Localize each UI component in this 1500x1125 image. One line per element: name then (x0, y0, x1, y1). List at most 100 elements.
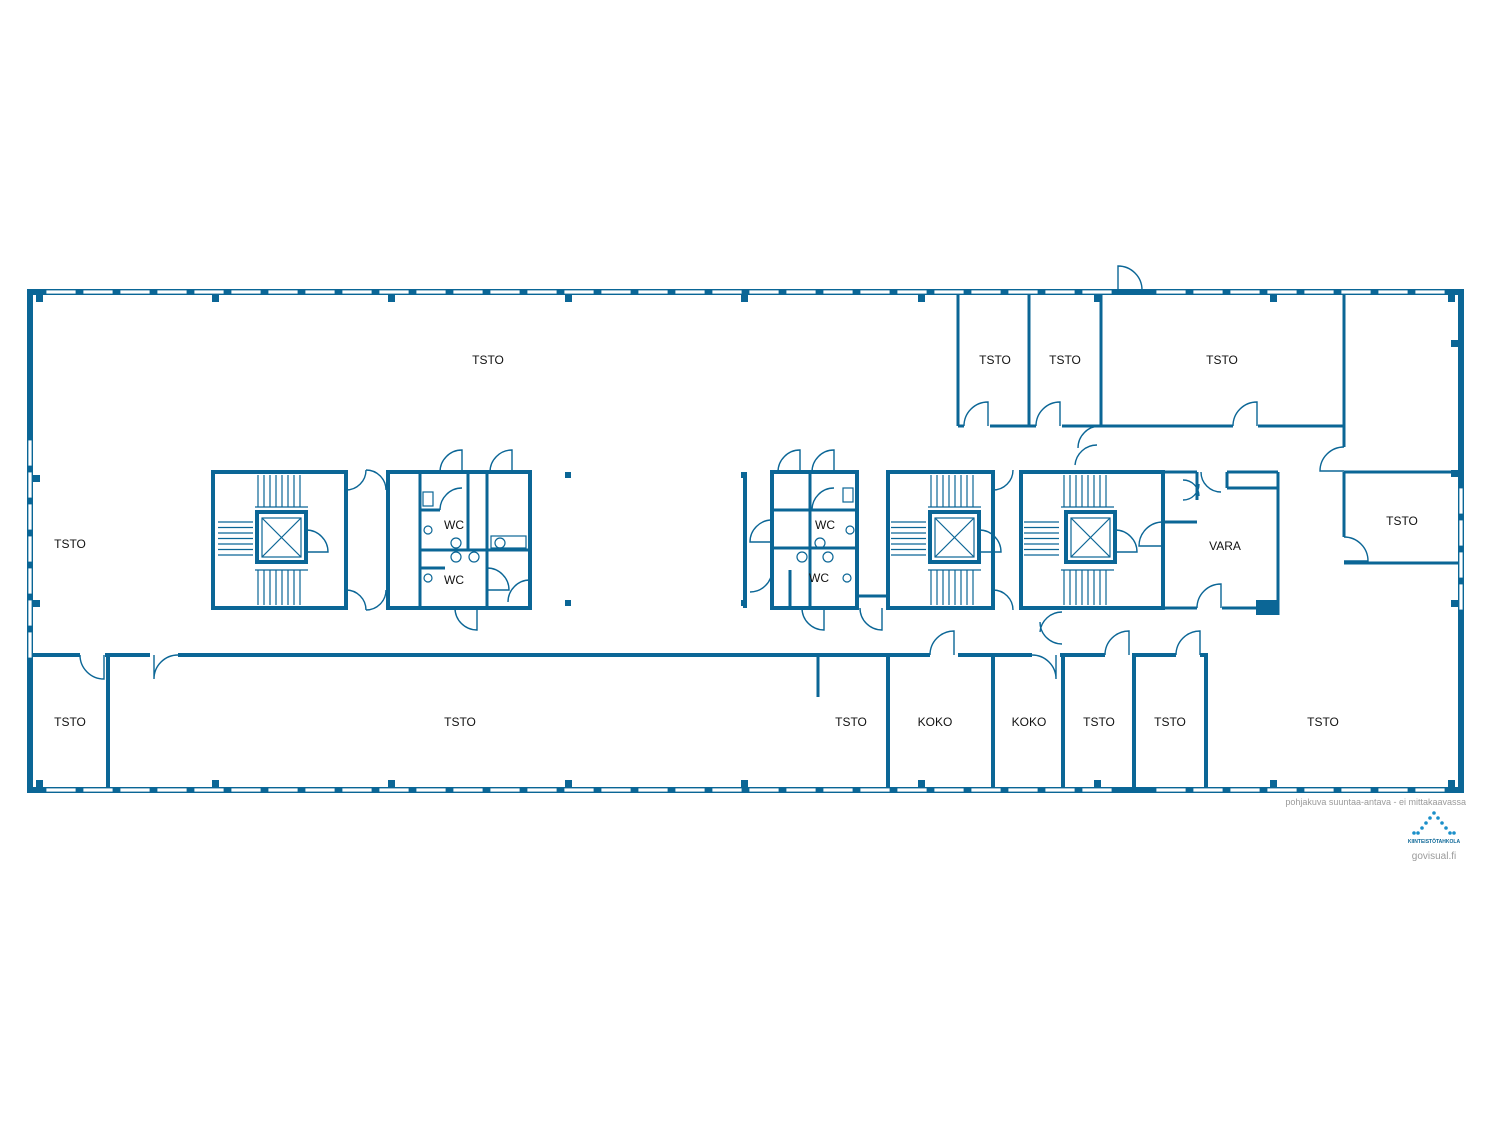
window-pane (822, 289, 854, 295)
window-pane (452, 289, 484, 295)
window-pane (230, 787, 262, 793)
window-pane (563, 787, 595, 793)
window-pane (1414, 289, 1446, 295)
window-pane (119, 289, 151, 295)
window-pane (304, 289, 336, 295)
room-label-tsto-se: TSTO (1307, 715, 1339, 729)
window-pane (82, 289, 114, 295)
sink-icon (796, 551, 808, 563)
window-pane (970, 289, 1002, 295)
window-pane (1192, 289, 1224, 295)
window-pane (933, 289, 965, 295)
sink-icon (450, 537, 462, 549)
window-pane (415, 289, 447, 295)
room-label-tsto-s1: TSTO (444, 715, 476, 729)
counter-icon (490, 535, 527, 549)
room-label-tsto-s4: TSTO (1154, 715, 1186, 729)
window-pane (27, 599, 33, 627)
window-pane (933, 787, 965, 793)
sink-icon (814, 537, 826, 549)
window-pane (1155, 787, 1187, 793)
window-pane (45, 787, 77, 793)
room-label-koko-2: KOKO (1012, 715, 1047, 729)
window-pane (119, 787, 151, 793)
window-pane (156, 289, 188, 295)
window-pane (230, 289, 262, 295)
room-label-tsto-west: TSTO (54, 537, 86, 551)
window-pane (1229, 289, 1261, 295)
window-pane (27, 535, 33, 563)
window-pane (1192, 787, 1224, 793)
window-pane (1303, 787, 1335, 793)
window-pane (267, 787, 299, 793)
elevator-2 (934, 517, 975, 558)
window-pane (156, 787, 188, 793)
window-pane (27, 439, 33, 467)
room-label-tsto-s2: TSTO (835, 715, 867, 729)
window-pane (1458, 583, 1464, 611)
window-pane (341, 289, 373, 295)
elevators (261, 517, 1111, 558)
window-pane (27, 631, 33, 659)
window-pane (1458, 519, 1464, 547)
window-pane (637, 289, 669, 295)
sink-icon (450, 551, 462, 563)
room-label-wc-3: WC (815, 518, 835, 532)
window-pane (637, 787, 669, 793)
brand-name: KIINTEISTÖTAHKOLA (1408, 838, 1461, 845)
window-pane (489, 289, 521, 295)
elevator-1 (261, 517, 302, 558)
window-pane (1081, 787, 1113, 793)
window-pane (1044, 289, 1076, 295)
room-label-vara: VARA (1209, 539, 1241, 553)
window-pane (1007, 787, 1039, 793)
door-swings (79, 265, 1369, 680)
window-pane (896, 289, 928, 295)
window-pane (1266, 787, 1298, 793)
window-pane (378, 289, 410, 295)
room-label-tsto-n3: TSTO (1206, 353, 1238, 367)
room-label-wc-2: WC (444, 573, 464, 587)
window-pane (1155, 289, 1187, 295)
room-label-tsto-n1: TSTO (979, 353, 1011, 367)
room-label-tsto-east: TSTO (1386, 514, 1418, 528)
window-pane (526, 289, 558, 295)
window-pane (785, 787, 817, 793)
window-pane (1377, 787, 1409, 793)
window-pane (452, 787, 484, 793)
window-pane (1303, 289, 1335, 295)
window-pane (711, 289, 743, 295)
window-pane (1044, 787, 1076, 793)
window-pane (193, 289, 225, 295)
disclaimer-note: pohjakuva suuntaa-antava - ei mittakaava… (1285, 797, 1466, 807)
brand-logo-icon (1412, 811, 1456, 835)
window-pane (27, 567, 33, 595)
window-pane (748, 787, 780, 793)
wc-fixtures (422, 487, 855, 583)
room-label-koko-1: KOKO (918, 715, 953, 729)
elevator-3 (1070, 517, 1111, 558)
room-label-tsto-north: TSTO (472, 353, 504, 367)
window-pane (600, 787, 632, 793)
toilet-icon (842, 573, 852, 583)
sink-icon (822, 551, 834, 563)
room-label-wc-4: WC (809, 571, 829, 585)
window-pane (1458, 551, 1464, 579)
toilet-icon (845, 525, 855, 535)
window-pane (859, 787, 891, 793)
room-label-tsto-s3: TSTO (1083, 715, 1115, 729)
window-pane (674, 787, 706, 793)
window-pane (748, 289, 780, 295)
window-pane (896, 787, 928, 793)
window-pane (45, 289, 77, 295)
room-labels: TSTO TSTO TSTO TSTO TSTO TSTO TSTO TSTO … (54, 353, 1418, 729)
window-pane (27, 471, 33, 499)
window-pane (1229, 787, 1261, 793)
window-strips (27, 289, 1464, 793)
window-pane (341, 787, 373, 793)
window-pane (1377, 289, 1409, 295)
window-pane (82, 787, 114, 793)
toilet-icon (842, 487, 854, 503)
window-pane (1414, 787, 1446, 793)
